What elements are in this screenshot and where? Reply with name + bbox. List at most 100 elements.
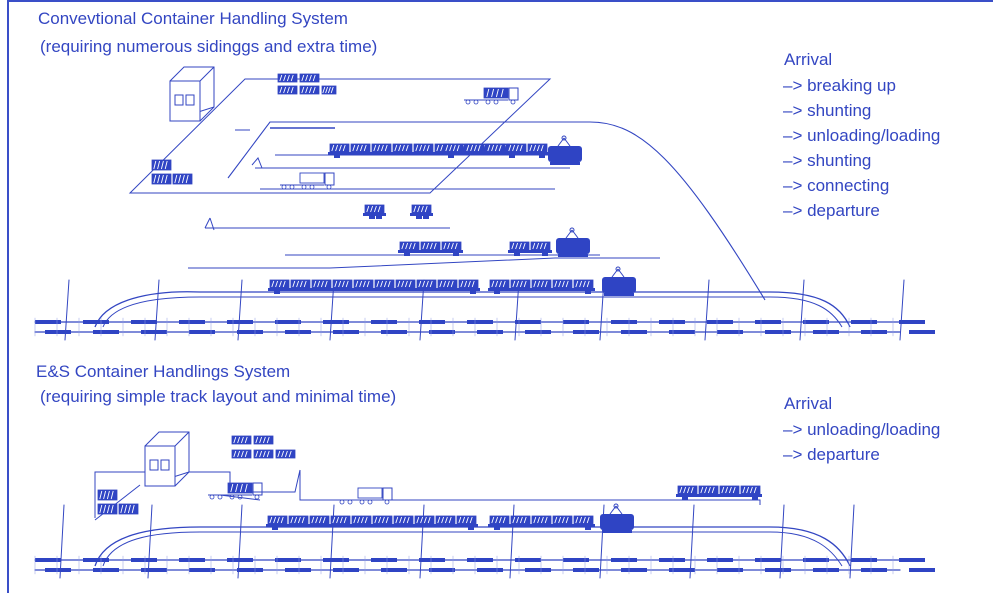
container-wagon — [266, 515, 478, 530]
locomotive-icon — [602, 266, 636, 296]
container-rib — [110, 504, 114, 514]
container — [740, 485, 761, 495]
container-rib — [450, 280, 454, 288]
container — [458, 279, 479, 289]
truck-icon — [464, 87, 519, 105]
container-rib — [233, 436, 237, 444]
locomotive-icon — [556, 227, 590, 257]
container-wagon — [410, 204, 433, 219]
truck-wheel — [217, 494, 223, 500]
conventional-step-6: –> departure — [783, 201, 880, 220]
es-title: E&S Container Handlings System — [36, 362, 291, 381]
container-rib — [426, 242, 430, 250]
container-rib — [413, 205, 417, 213]
container-rib — [732, 486, 736, 494]
container-rib — [286, 74, 290, 82]
container-rib — [533, 280, 537, 288]
container-rib — [240, 450, 244, 458]
container-box — [97, 503, 118, 515]
container-rib — [244, 483, 248, 493]
container-rib — [533, 516, 537, 524]
container — [441, 241, 462, 251]
sleeper-dash — [717, 568, 743, 572]
container — [275, 449, 296, 459]
conventional-step-4: –> shunting — [783, 151, 872, 170]
container-rib — [366, 280, 370, 288]
container — [299, 73, 320, 83]
container-rib — [334, 280, 338, 288]
container-rib — [296, 280, 300, 288]
container-rib — [408, 280, 412, 288]
container-box — [227, 482, 253, 494]
conventional-step-5: –> connecting — [783, 176, 890, 195]
container — [510, 279, 531, 289]
container-rib — [160, 174, 164, 184]
container — [329, 143, 350, 153]
container-rib — [266, 436, 270, 444]
container-rib — [262, 450, 266, 458]
container-rib — [286, 86, 290, 94]
wagon-bogie — [468, 527, 474, 530]
sleeper-dash — [333, 568, 359, 572]
container-rib — [385, 516, 389, 524]
container-rib — [408, 242, 412, 250]
container-box — [151, 159, 172, 171]
sleeper-dash — [45, 330, 71, 334]
sleeper-dash — [755, 320, 781, 324]
container-rib — [491, 280, 495, 288]
container-rib — [380, 280, 384, 288]
container-wagon — [442, 143, 549, 158]
container-rib — [359, 144, 363, 152]
container — [719, 485, 740, 495]
terminal-building-icon — [144, 431, 190, 487]
container-rib — [288, 450, 292, 458]
conventional-step-1: –> breaking up — [783, 76, 896, 95]
container-rib — [331, 144, 335, 152]
container-stack — [97, 489, 139, 515]
wagon-deck — [268, 288, 480, 291]
container-rib — [110, 490, 114, 500]
container-rib — [308, 86, 312, 94]
container — [485, 143, 506, 153]
container-rib — [519, 144, 523, 152]
container-rib — [320, 280, 324, 288]
container-rib — [540, 144, 544, 152]
truck-wheel — [367, 499, 373, 505]
container-rib — [565, 516, 569, 524]
truck-wheel — [326, 184, 332, 190]
container-rib — [301, 74, 305, 82]
container-rib — [283, 86, 287, 94]
container-rib — [363, 144, 367, 152]
container-rib — [561, 516, 565, 524]
container-rib — [491, 144, 495, 152]
truck-cab — [508, 87, 519, 101]
container-rib — [519, 516, 523, 524]
container — [573, 279, 594, 289]
container-rib — [422, 144, 426, 152]
container-wagon — [488, 515, 595, 530]
container-rib — [515, 144, 519, 152]
container-rib — [153, 160, 157, 170]
container-rib — [308, 74, 312, 82]
sleeper-dash — [851, 558, 877, 562]
container-rib — [721, 486, 725, 494]
container-rib — [233, 450, 237, 458]
container — [573, 515, 594, 525]
container-box — [118, 503, 139, 515]
wagon-bogie — [539, 155, 545, 158]
container-rib — [394, 144, 398, 152]
loco-body — [600, 514, 634, 530]
locomotive-icon — [548, 135, 582, 165]
container-rib — [416, 516, 420, 524]
sleeper-dash — [381, 330, 407, 334]
container-rib — [336, 516, 340, 524]
building-window — [149, 459, 159, 471]
container-rib — [742, 486, 746, 494]
wagon-bogie — [752, 497, 758, 500]
container-rib — [462, 516, 466, 524]
container-box — [253, 435, 274, 445]
wagon-bogie — [274, 291, 280, 294]
container — [351, 515, 372, 525]
container-rib — [341, 280, 345, 288]
container-rib — [343, 516, 347, 524]
